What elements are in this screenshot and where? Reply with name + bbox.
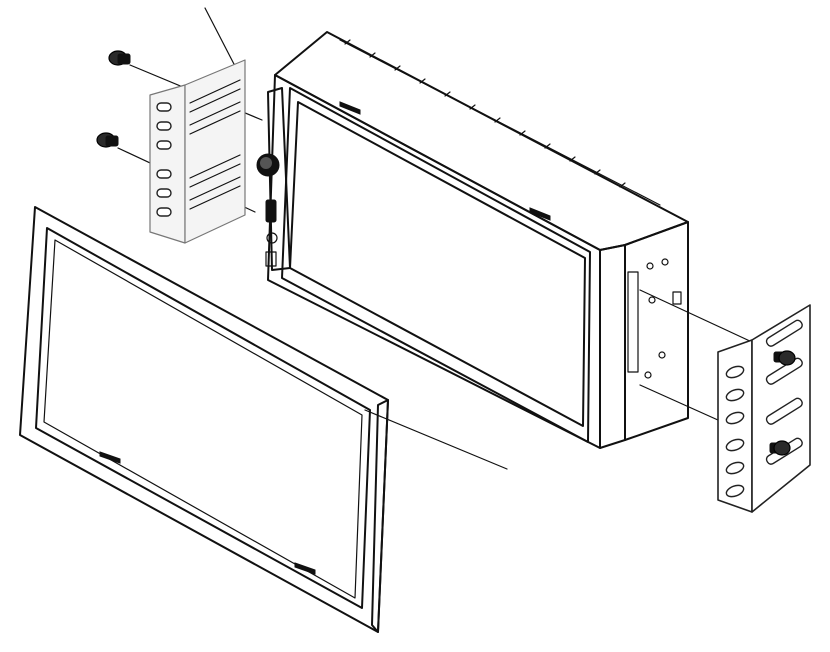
head-unit-screen [289, 101, 586, 427]
right-screw-top [773, 350, 796, 366]
left-bracket-slots [189, 79, 241, 210]
head-unit-controls [256, 87, 291, 271]
trim-frame-inner [35, 227, 371, 609]
head-unit-front [267, 74, 601, 449]
head-unit-side-holes [644, 258, 682, 379]
trim-frame-edge [371, 399, 389, 633]
trim-tab-1 [99, 451, 121, 464]
right-screw-bottom [769, 440, 791, 456]
left-screw-bottom [96, 132, 119, 148]
head-unit-mount-plate [599, 244, 626, 449]
trim-frame-outer [19, 206, 389, 633]
left-screw-top [108, 50, 131, 66]
mount-rail [627, 271, 639, 373]
usb-port-icon [265, 199, 277, 223]
head-unit-bezel-inner [281, 87, 591, 443]
trim-frame-inner-lip [43, 239, 363, 599]
top-notch-1 [339, 101, 361, 115]
head-unit-top [274, 31, 689, 251]
right-bracket-holes [725, 365, 745, 498]
trim-frame [19, 206, 389, 633]
leader-line-top [204, 7, 237, 69]
aux-jack-icon [266, 232, 278, 244]
left-bracket-face [184, 59, 246, 244]
sd-slot-icon [265, 251, 277, 267]
leader-line-bottom [364, 409, 508, 470]
head-unit-side [624, 221, 689, 441]
head-unit-ribs [339, 39, 661, 206]
left-bracket-holes [156, 102, 172, 217]
head-unit [256, 31, 689, 449]
trim-tab-2 [294, 562, 316, 575]
left-bracket [149, 59, 246, 244]
top-notch-2 [529, 207, 551, 221]
right-bracket [717, 304, 811, 513]
